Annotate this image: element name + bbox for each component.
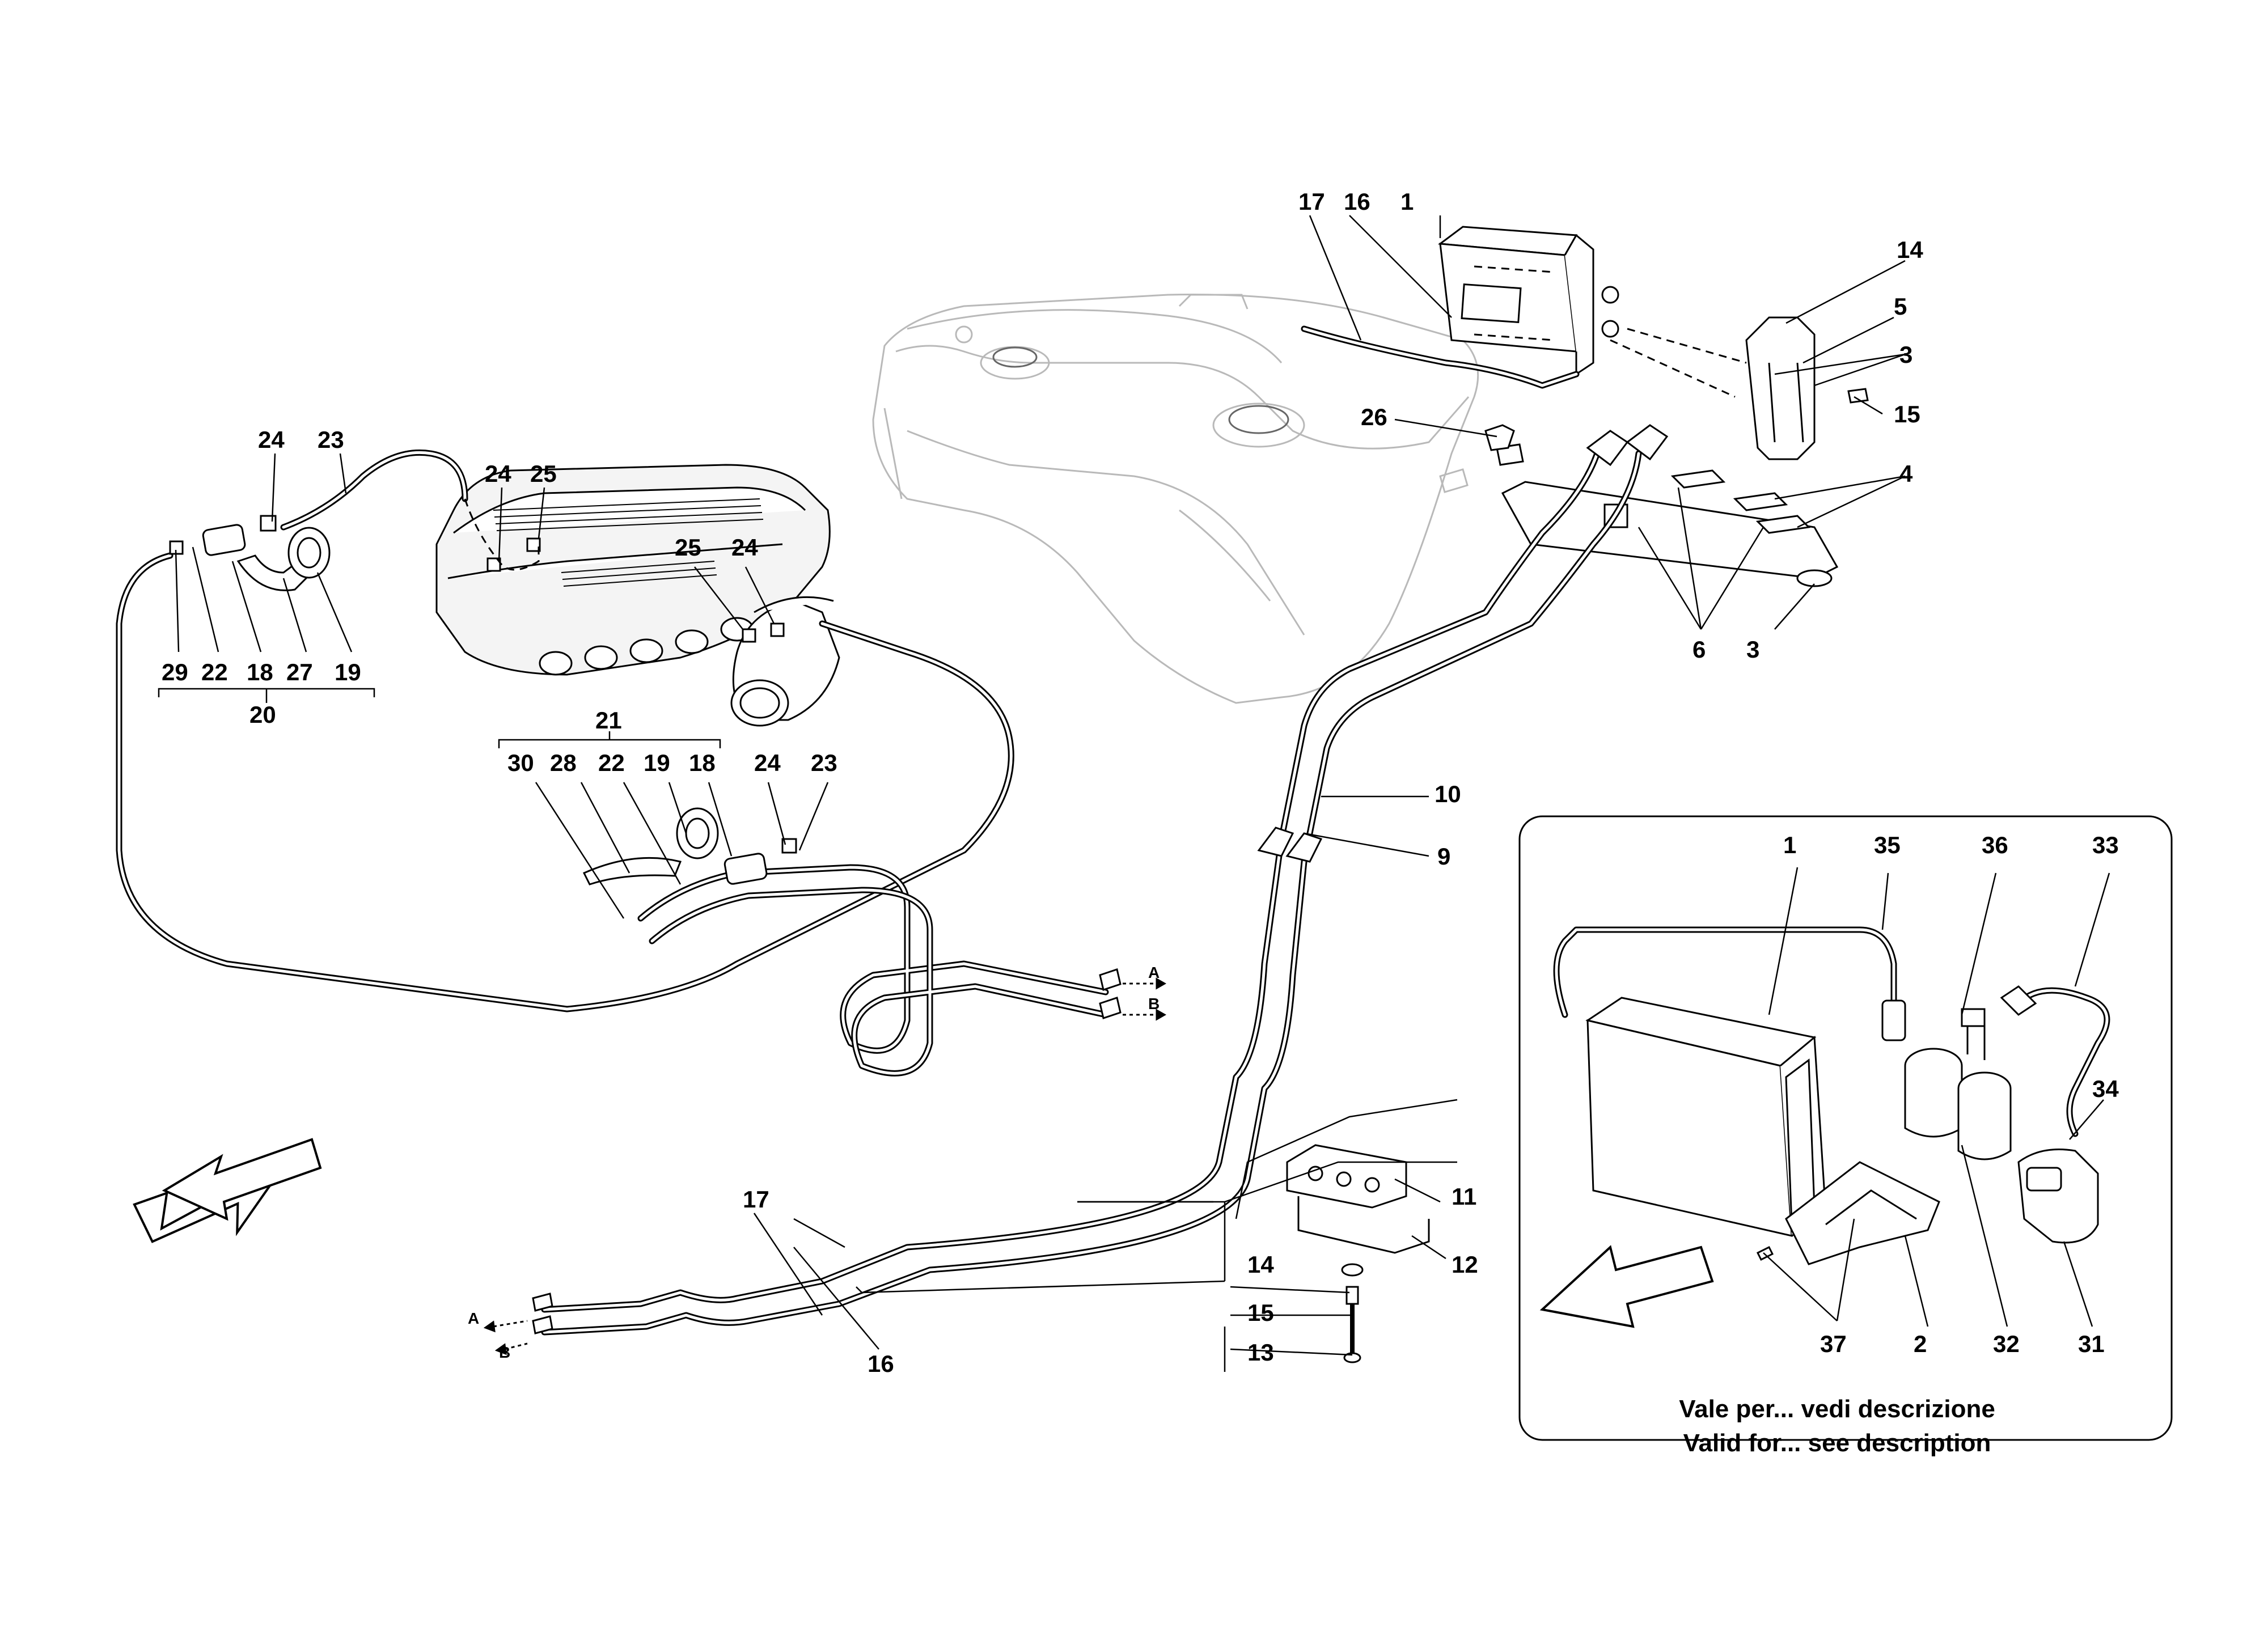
callout-29: 29 xyxy=(162,659,188,685)
callout-labels: 17 16 1 14 5 3 15 4 6 3 26 10 9 11 12 14… xyxy=(162,188,2119,1377)
callout-24c: 24 xyxy=(731,534,758,561)
callout-13: 13 xyxy=(1247,1339,1274,1366)
callout-3b: 4 xyxy=(1899,460,1913,487)
callout-28: 28 xyxy=(550,749,577,776)
callout-1: 1 xyxy=(1400,188,1414,215)
valves-and-clips xyxy=(169,424,1669,1363)
callout-26: 26 xyxy=(1361,404,1387,430)
callout-23b: 23 xyxy=(811,749,837,776)
callout-27: 27 xyxy=(286,659,313,685)
connection-a-right: A xyxy=(1148,964,1160,981)
group-brace-21 xyxy=(498,731,721,748)
callout-4b: 6 xyxy=(1692,636,1706,663)
inset-callout-37: 37 xyxy=(1820,1331,1847,1357)
callout-8: 17 xyxy=(1298,188,1325,215)
inset-callout-33: 33 xyxy=(2092,832,2119,858)
callout-17: 17 xyxy=(743,1186,769,1213)
pipe-routing xyxy=(116,325,1642,1336)
inset-callout-31: 31 xyxy=(2078,1331,2105,1357)
callout-4: 5 xyxy=(1894,293,1907,320)
leader-lines xyxy=(175,215,2110,1372)
callout-16: 16 xyxy=(868,1350,894,1377)
callout-20: 20 xyxy=(249,701,276,728)
callout-25a: 25 xyxy=(530,460,557,487)
front-direction-arrow xyxy=(162,1138,322,1221)
callout-21: 21 xyxy=(595,707,622,734)
callout-30: 30 xyxy=(507,749,534,776)
group-brace-20 xyxy=(158,688,375,703)
inset-callout-32: 32 xyxy=(1993,1331,2020,1357)
inset-note-english: Valid for... see description xyxy=(1683,1429,1991,1457)
charcoal-canister-upper xyxy=(1437,226,1619,376)
connection-a-left: A xyxy=(468,1310,479,1327)
callout-15: 15 xyxy=(1247,1299,1274,1326)
direction-arrow xyxy=(133,1159,289,1243)
callout-18b: 18 xyxy=(689,749,716,776)
callout-3: 3 xyxy=(1899,341,1912,368)
engine-intake-illustration xyxy=(435,464,840,727)
callout-9: 9 xyxy=(1437,843,1450,870)
callout-18a: 18 xyxy=(247,659,273,685)
callout-24a: 24 xyxy=(258,426,285,453)
callout-10: 10 xyxy=(1435,781,1461,807)
inset-panel xyxy=(1518,815,2173,1441)
inset-callout-36: 36 xyxy=(1982,832,2008,858)
inset-callout-35: 35 xyxy=(1874,832,1901,858)
callout-12: 12 xyxy=(1452,1251,1478,1278)
callout-22a: 22 xyxy=(201,659,228,685)
inset-callout-2: 2 xyxy=(1914,1331,1927,1357)
callout-25b: 25 xyxy=(675,534,701,561)
connection-arrows xyxy=(483,977,1167,1355)
inset-callout-34: 34 xyxy=(2092,1075,2119,1102)
callout-14: 14 xyxy=(1247,1251,1274,1278)
canister-bracket xyxy=(1496,316,1869,587)
inset-note-italian: Vale per... vedi descrizione xyxy=(1679,1395,1995,1423)
callout-7: 16 xyxy=(1344,188,1370,215)
inset-callout-1: 1 xyxy=(1783,832,1796,858)
callout-11: 11 xyxy=(1452,1183,1476,1210)
callout-22b: 22 xyxy=(598,749,625,776)
fuel-tank-illustration xyxy=(872,294,1479,704)
callout-5: 14 xyxy=(1897,236,1923,263)
callout-24d: 24 xyxy=(754,749,781,776)
callout-24b: 24 xyxy=(485,460,511,487)
callout-6: 15 xyxy=(1894,401,1920,427)
callout-23a: 23 xyxy=(318,426,344,453)
callout-19b: 19 xyxy=(644,749,670,776)
callout-19a: 19 xyxy=(335,659,361,685)
connection-b-right: B xyxy=(1148,995,1160,1012)
callout-2: 3 xyxy=(1746,636,1759,663)
